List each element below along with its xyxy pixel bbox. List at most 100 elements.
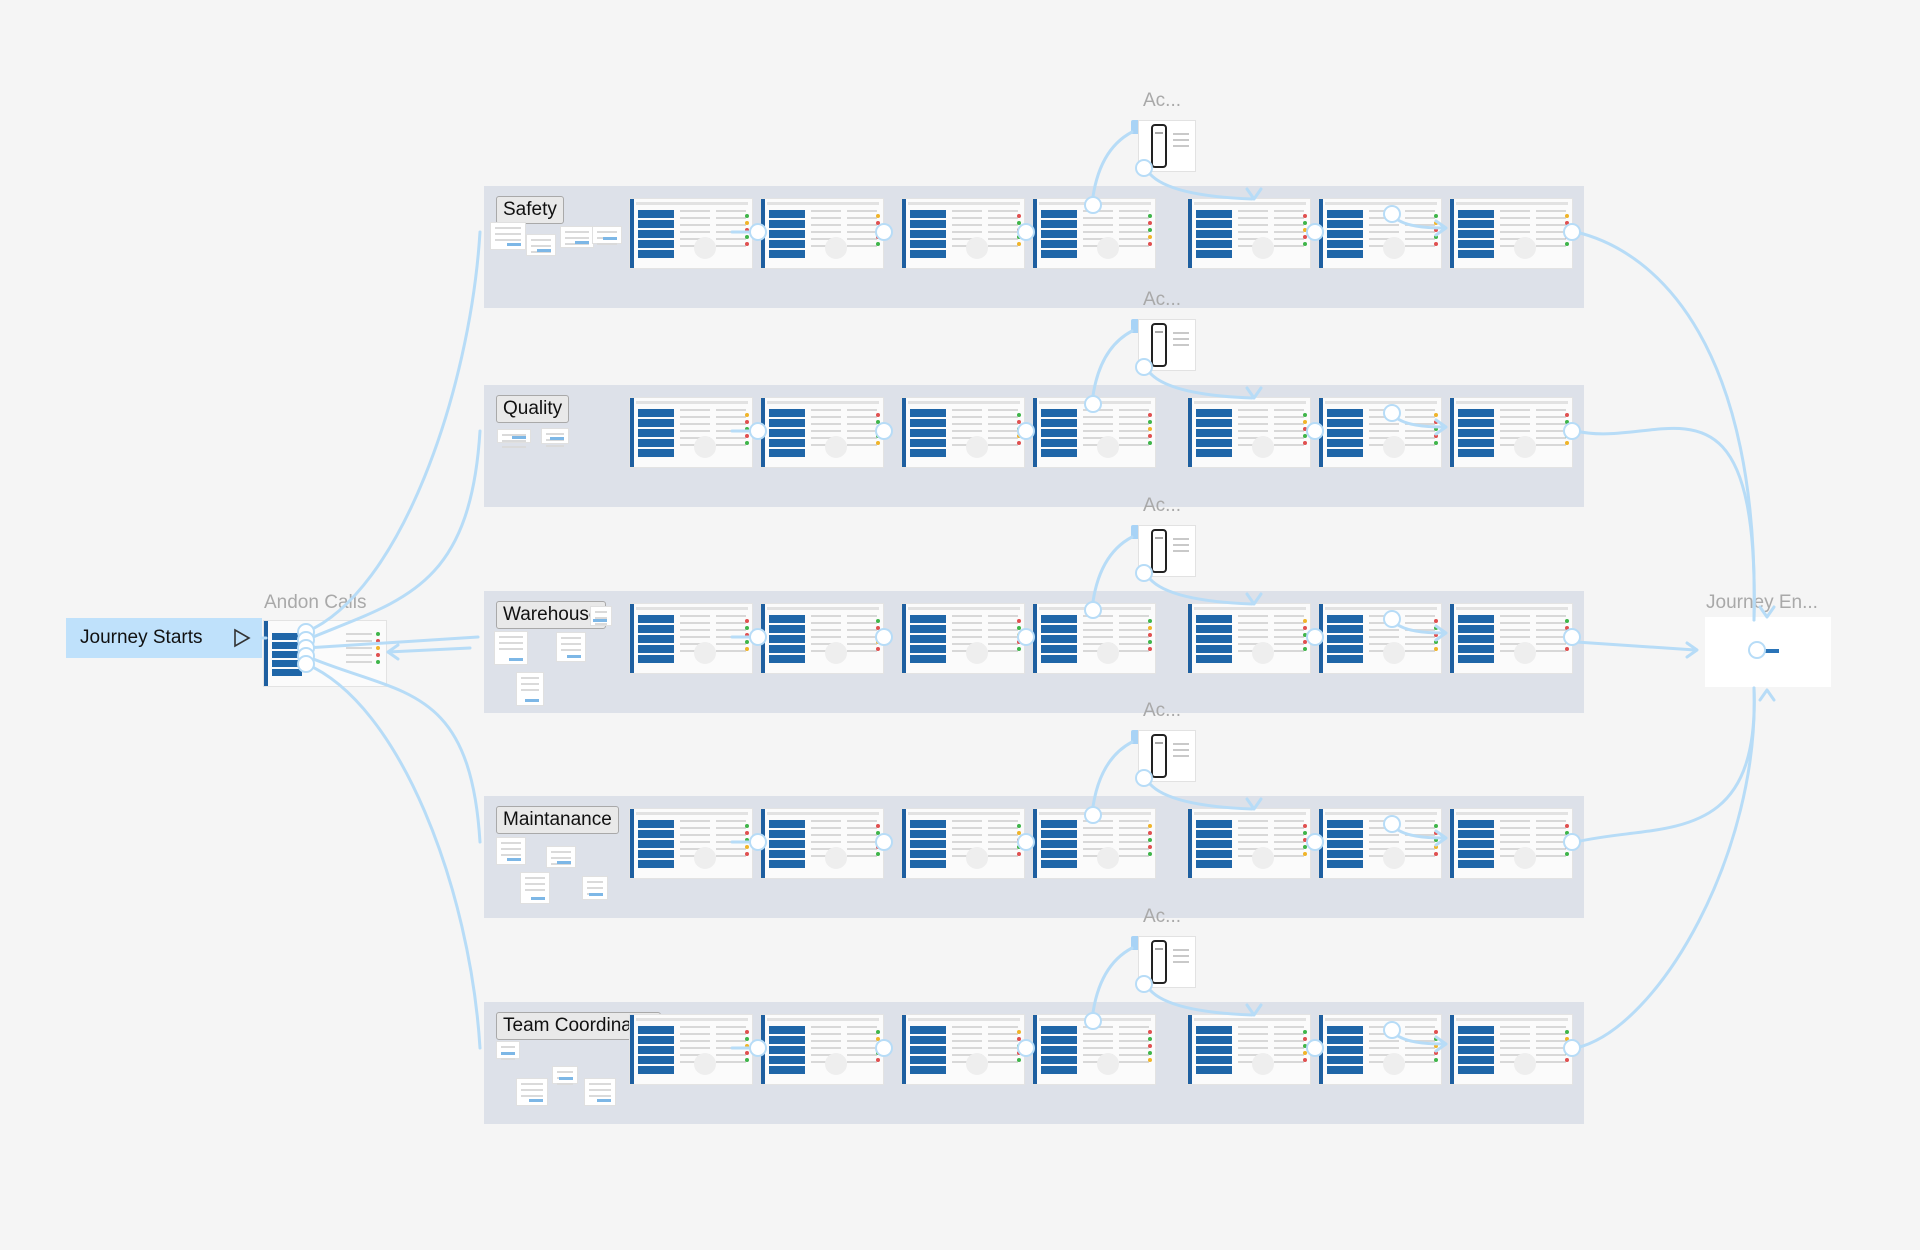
- screen-thumbnail[interactable]: [1318, 198, 1442, 269]
- connector-node[interactable]: [1563, 223, 1581, 241]
- dialog-thumbnail[interactable]: [496, 1041, 520, 1060]
- connector-node[interactable]: [1306, 1039, 1324, 1057]
- screen-thumbnail[interactable]: [1449, 808, 1573, 879]
- connector-node[interactable]: [749, 628, 767, 646]
- connector-node[interactable]: [875, 422, 893, 440]
- connector-node[interactable]: [1383, 815, 1401, 833]
- connector-node[interactable]: [1563, 628, 1581, 646]
- connector-node[interactable]: [1084, 601, 1102, 619]
- screen-thumbnail[interactable]: [760, 1014, 884, 1085]
- connector-node[interactable]: [1084, 395, 1102, 413]
- screen-thumbnail[interactable]: [1032, 397, 1156, 468]
- dialog-thumbnail[interactable]: [552, 1066, 578, 1085]
- screen-thumbnail[interactable]: [760, 397, 884, 468]
- screen-thumbnail[interactable]: [760, 808, 884, 879]
- connector-node[interactable]: [1135, 769, 1153, 787]
- connector-node[interactable]: [749, 422, 767, 440]
- connector-node[interactable]: [1084, 1012, 1102, 1030]
- connector-node[interactable]: [749, 833, 767, 851]
- connector-node[interactable]: [297, 655, 315, 673]
- dialog-thumbnail[interactable]: [520, 872, 550, 904]
- journey-end-node[interactable]: [1705, 617, 1831, 687]
- connector-node[interactable]: [1017, 223, 1035, 241]
- screen-thumbnail[interactable]: [1187, 397, 1311, 468]
- connector-line: [1574, 230, 1756, 622]
- connector-node[interactable]: [1306, 833, 1324, 851]
- screen-thumbnail[interactable]: [901, 603, 1025, 674]
- dialog-thumbnail[interactable]: [516, 672, 544, 706]
- screen-thumbnail[interactable]: [629, 397, 753, 468]
- connector-node[interactable]: [1563, 422, 1581, 440]
- connector-node[interactable]: [1563, 1039, 1581, 1057]
- journey-start-node[interactable]: Journey Starts: [66, 618, 262, 658]
- dialog-thumbnail[interactable]: [516, 1078, 548, 1106]
- dialog-thumbnail[interactable]: [546, 846, 576, 868]
- connector-node[interactable]: [749, 223, 767, 241]
- connector-node[interactable]: [1135, 159, 1153, 177]
- connector-node[interactable]: [1306, 628, 1324, 646]
- connector-node[interactable]: [1135, 975, 1153, 993]
- screen-thumbnail[interactable]: [629, 808, 753, 879]
- screen-thumbnail[interactable]: [760, 198, 884, 269]
- dialog-thumbnail[interactable]: [592, 226, 622, 245]
- lane-label-quality[interactable]: Quality: [496, 395, 570, 423]
- connector-node[interactable]: [875, 833, 893, 851]
- dialog-thumbnail[interactable]: [490, 222, 526, 250]
- screen-thumbnail[interactable]: [629, 603, 753, 674]
- screen-thumbnail[interactable]: [629, 1014, 753, 1085]
- screen-thumbnail[interactable]: [1318, 603, 1442, 674]
- connector-node[interactable]: [1306, 422, 1324, 440]
- connector-node[interactable]: [1017, 1039, 1035, 1057]
- dialog-thumbnail[interactable]: [541, 428, 569, 447]
- connector-node[interactable]: [1135, 564, 1153, 582]
- dialog-thumbnail[interactable]: [494, 631, 528, 665]
- screen-thumbnail[interactable]: [1187, 603, 1311, 674]
- connector-node[interactable]: [1017, 628, 1035, 646]
- lane-label-safety[interactable]: Safety: [496, 196, 564, 224]
- dialog-thumbnail[interactable]: [556, 632, 586, 662]
- screen-thumbnail[interactable]: [1187, 1014, 1311, 1085]
- connector-node[interactable]: [1084, 196, 1102, 214]
- dialog-thumbnail[interactable]: [497, 429, 531, 448]
- screen-thumbnail[interactable]: [901, 808, 1025, 879]
- connector-node[interactable]: [749, 1039, 767, 1057]
- screen-thumbnail[interactable]: [901, 397, 1025, 468]
- connector-node[interactable]: [1017, 422, 1035, 440]
- connector-node[interactable]: [1748, 641, 1766, 659]
- dialog-thumbnail[interactable]: [526, 234, 556, 256]
- connector-node[interactable]: [875, 1039, 893, 1057]
- connector-node[interactable]: [1383, 404, 1401, 422]
- dialog-thumbnail[interactable]: [590, 606, 612, 626]
- andon-calls-screen[interactable]: [263, 620, 387, 687]
- screen-thumbnail[interactable]: [1318, 808, 1442, 879]
- lane-label-warehouse[interactable]: Warehouse: [496, 601, 607, 629]
- connector-node[interactable]: [1017, 833, 1035, 851]
- connector-node[interactable]: [1306, 223, 1324, 241]
- connector-node[interactable]: [875, 628, 893, 646]
- screen-thumbnail[interactable]: [1449, 397, 1573, 468]
- connector-node[interactable]: [1383, 205, 1401, 223]
- screen-thumbnail[interactable]: [901, 198, 1025, 269]
- connector-node[interactable]: [1135, 358, 1153, 376]
- screen-thumbnail[interactable]: [1449, 603, 1573, 674]
- dialog-thumbnail[interactable]: [560, 226, 594, 248]
- screen-thumbnail[interactable]: [1187, 808, 1311, 879]
- screen-thumbnail[interactable]: [901, 1014, 1025, 1085]
- play-triangle-icon[interactable]: [232, 628, 252, 648]
- screen-thumbnail[interactable]: [760, 603, 884, 674]
- connector-node[interactable]: [1383, 610, 1401, 628]
- connector-node[interactable]: [1084, 806, 1102, 824]
- screen-thumbnail[interactable]: [1318, 397, 1442, 468]
- screen-thumbnail[interactable]: [1318, 1014, 1442, 1085]
- screen-thumbnail[interactable]: [1449, 1014, 1573, 1085]
- lane-label-maintanance[interactable]: Maintanance: [496, 806, 619, 834]
- dialog-thumbnail[interactable]: [584, 1078, 616, 1106]
- connector-node[interactable]: [1383, 1021, 1401, 1039]
- screen-thumbnail[interactable]: [629, 198, 753, 269]
- dialog-thumbnail[interactable]: [582, 876, 608, 900]
- screen-thumbnail[interactable]: [1187, 198, 1311, 269]
- connector-node[interactable]: [875, 223, 893, 241]
- dialog-thumbnail[interactable]: [496, 837, 526, 865]
- connector-node[interactable]: [1563, 833, 1581, 851]
- screen-thumbnail[interactable]: [1449, 198, 1573, 269]
